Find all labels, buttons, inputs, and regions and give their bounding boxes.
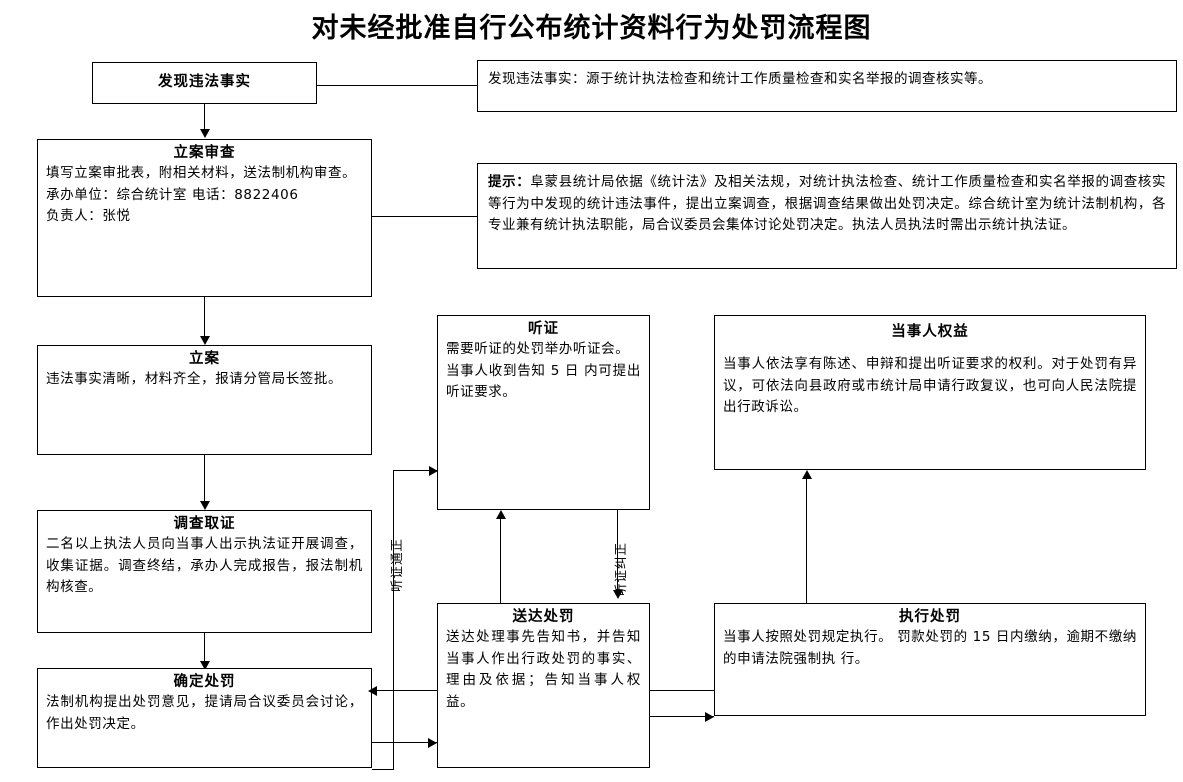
connector-execute-to-party-rights — [806, 475, 808, 603]
box-discover-violation[interactable]: 发现违法事实 — [92, 62, 317, 104]
box-decide-penalty[interactable]: 确定处罚 法制机构提出处罚意见，提请局合议委员会讨论，作出处罚决定。 — [37, 668, 372, 768]
connector-decide-to-hearing-riser — [393, 470, 395, 770]
arrowhead-decide-to-hearing — [429, 465, 438, 476]
edge-label-hearing-request: 听证通正 — [389, 537, 404, 592]
box-filing-review-line3: 负责人：张悦 — [46, 208, 131, 224]
edge-label-hearing-correction: 听证纠正 — [613, 541, 628, 596]
box-discover-violation-title: 发现违法事实 — [158, 74, 251, 90]
box-filing-body: 违法事实清晰，材料齐全，报请分管局长签批。 — [46, 371, 343, 387]
connector-serve-to-execute — [650, 716, 714, 718]
connector-filing-review-to-filing — [204, 297, 206, 341]
page-title: 对未经批准自行公布统计资料行为处罚流程图 — [311, 13, 872, 44]
connector-investigation-to-decide — [204, 633, 206, 667]
connector-discover-to-note — [317, 85, 477, 87]
box-investigation[interactable]: 调查取证 二名以上执法人员向当事人出示执法证开展调查，收集证据。调查终结，承办人… — [37, 510, 372, 633]
connector-decide-to-hearing-top — [393, 470, 437, 472]
box-investigation-title: 调查取证 — [173, 516, 236, 532]
arrowhead-filing-review-to-filing — [199, 336, 210, 345]
connector-discover-to-filing-review — [204, 104, 206, 134]
connector-decide-to-serve — [372, 742, 437, 744]
box-serve-penalty-title: 送达处罚 — [512, 609, 575, 625]
connector-hearing-to-serve — [617, 510, 619, 595]
box-execute-penalty-title: 执行处罚 — [899, 609, 961, 625]
box-filing-review-title: 立案审查 — [173, 145, 236, 161]
arrowhead-discover-to-filing-review — [199, 129, 210, 138]
arrowhead-execute-to-party-rights — [801, 470, 812, 479]
box-execute-penalty[interactable]: 执行处罚 当事人按照处罚规定执行。 罚款处罚的 15 日内缴纳，逾期不缴纳的申请… — [714, 603, 1146, 716]
box-hearing-title: 听证 — [528, 321, 559, 337]
box-serve-penalty[interactable]: 送达处罚 送达处理事先告知书，并告知当事人作出行政处罚的事实、理由及依据；告知当… — [437, 603, 650, 768]
box-party-rights-title: 当事人权益 — [891, 324, 969, 340]
arrowhead-serve-to-execute — [705, 711, 714, 722]
note-tip: 提示：阜蒙县统计局依据《统计法》及相关法规，对统计执法检查、统计工作质量检查和实… — [477, 163, 1177, 269]
box-filing-review[interactable]: 立案审查 填写立案审批表，附相关材料，送法制机构审查。 承办单位：综合统计室 电… — [37, 139, 372, 297]
arrowhead-filing-to-investigation — [199, 501, 210, 510]
arrowhead-serve-to-hearing — [495, 510, 506, 519]
connector-serve-to-hearing — [500, 515, 502, 603]
note-discover-violation-text: 发现违法事实：源于统计执法检查和统计工作质量检查和实名举报的调查核实等。 — [488, 71, 992, 87]
connector-serve-to-decide-stub — [650, 690, 714, 692]
box-hearing[interactable]: 听证 需要听证的处罚举办听证会。 当事人收到告知 5 日 内可提出听证要求。 — [437, 315, 650, 510]
connector-decide-bottom-to-riser — [372, 769, 394, 771]
box-decide-penalty-body: 法制机构提出处罚意见，提请局合议委员会讨论，作出处罚决定。 — [46, 694, 363, 732]
box-hearing-line2: 当事人收到告知 5 日 内可提出听证要求。 — [446, 362, 641, 401]
box-filing-review-line2: 承办单位：综合统计室 电话：8822406 — [46, 186, 299, 203]
note-discover-violation: 发现违法事实：源于统计执法检查和统计工作质量检查和实名举报的调查核实等。 — [477, 60, 1177, 112]
note-tip-text: 阜蒙县统计局依据《统计法》及相关法规，对统计执法检查、统计工作质量检查和实名举报… — [488, 174, 1167, 233]
arrowhead-decide-to-serve — [428, 737, 437, 748]
box-filing-title: 立案 — [189, 351, 220, 367]
connector-serve-to-decide — [372, 690, 437, 692]
box-decide-penalty-title: 确定处罚 — [173, 674, 236, 690]
box-serve-penalty-body: 送达处理事先告知书，并告知当事人作出行政处罚的事实、理由及依据；告知当事人权益。 — [446, 629, 641, 710]
connector-filing-review-to-tip — [372, 216, 477, 218]
arrowhead-investigation-to-decide — [199, 661, 210, 670]
note-tip-label: 提示： — [488, 174, 531, 190]
connector-filing-to-investigation — [204, 455, 206, 507]
box-hearing-line1: 需要听证的处罚举办听证会。 — [446, 341, 630, 357]
arrowhead-hearing-to-serve — [612, 590, 623, 599]
box-investigation-body: 二名以上执法人员向当事人出示执法证开展调查，收集证据。调查终结，承办人完成报告，… — [46, 536, 363, 595]
box-filing[interactable]: 立案 违法事实清晰，材料齐全，报请分管局长签批。 — [37, 345, 372, 455]
box-execute-penalty-body: 当事人按照处罚规定执行。 罚款处罚的 15 日内缴纳，逾期不缴纳的申请法院强制执… — [723, 629, 1137, 667]
arrowhead-serve-to-decide — [368, 685, 377, 696]
box-party-rights[interactable]: 当事人权益 当事人依法享有陈述、申辩和提出听证要求的权利。对于处罚有异议，可依法… — [714, 315, 1146, 470]
box-filing-review-line1: 填写立案审批表，附相关材料，送法制机构审查。 — [46, 165, 357, 181]
box-party-rights-body: 当事人依法享有陈述、申辩和提出听证要求的权利。对于处罚有异议，可依法向县政府或市… — [723, 356, 1137, 415]
